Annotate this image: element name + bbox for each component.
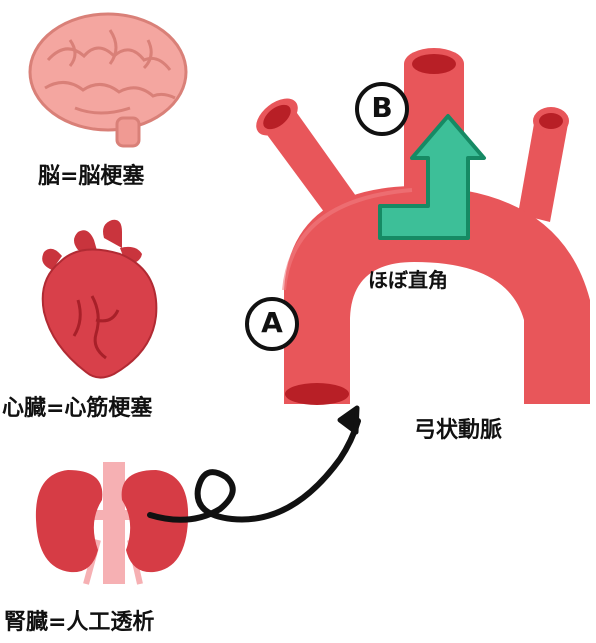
heart-icon (42, 220, 156, 378)
brain-label: 脳=脳梗塞 (38, 158, 144, 190)
right-angle-label: ほぼ直角 (368, 264, 448, 293)
kidney-label: 腎臓=人工透析 (4, 604, 154, 636)
marker-a-label: A (260, 306, 284, 339)
heart-label: 心臓=心筋梗塞 (2, 390, 152, 422)
aortic-arch-label: 弓状動脈 (414, 412, 502, 444)
marker-b-label: B (370, 91, 394, 124)
brain-icon (30, 14, 186, 146)
right-angle-arrow-icon (380, 116, 484, 238)
kidney-icon (36, 462, 188, 584)
arrow-head-icon (340, 408, 357, 432)
